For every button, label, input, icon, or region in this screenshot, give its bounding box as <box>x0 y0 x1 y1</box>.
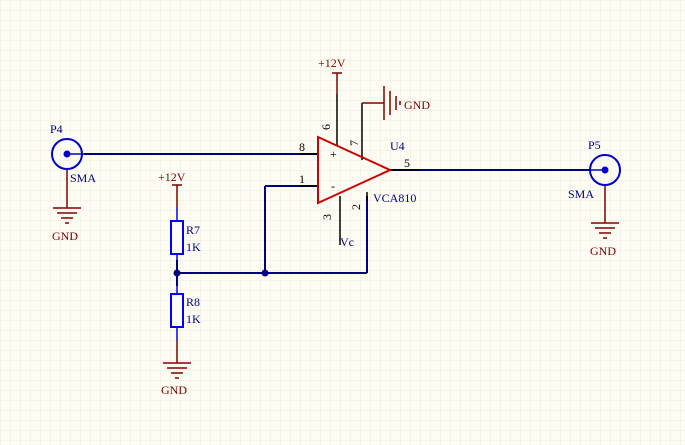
r7-value: 1K <box>186 240 201 254</box>
gnd-symbol-p4[interactable] <box>53 168 81 224</box>
p5-type-label: SMA <box>568 187 594 201</box>
pin-leads <box>300 94 420 245</box>
opamp-u4[interactable] <box>317 135 393 205</box>
connector-p4[interactable] <box>51 138 84 170</box>
pin-number-2: 2 <box>349 204 363 210</box>
r7-designator: R7 <box>186 223 200 237</box>
p4-type-label: SMA <box>70 171 96 185</box>
gnd-label-p5: GND <box>590 244 616 258</box>
pin-number-8: 8 <box>299 140 305 154</box>
wires <box>84 153 590 286</box>
opamp-minus-sign: - <box>331 179 335 193</box>
opamp-plus-sign: + <box>330 147 337 161</box>
vc-label: Vc <box>340 235 354 249</box>
p4-designator: P4 <box>50 122 63 136</box>
vcc-symbol-divider[interactable] <box>172 184 182 207</box>
pin-number-6: 6 <box>319 124 333 130</box>
p5-designator: P5 <box>588 138 601 152</box>
r8-designator: R8 <box>186 295 200 309</box>
resistor-r7[interactable] <box>170 207 184 260</box>
pin-number-1: 1 <box>299 172 305 186</box>
gnd-symbol-opamp[interactable] <box>370 86 401 120</box>
r8-value: 1K <box>186 312 201 326</box>
gnd-label-r8: GND <box>161 383 187 397</box>
gnd-symbol-p5[interactable] <box>591 184 619 239</box>
junction-dot <box>173 269 181 277</box>
u4-part-name: VCA810 <box>373 191 416 205</box>
vcc-label-opamp: +12V <box>318 56 346 70</box>
pin-number-3: 3 <box>320 214 334 220</box>
vcc-symbol-opamp[interactable] <box>332 72 342 94</box>
connector-p5[interactable] <box>589 154 621 186</box>
gnd-label-opamp: GND <box>404 98 430 112</box>
u4-designator: U4 <box>390 139 405 153</box>
junction-dot <box>261 269 269 277</box>
pin-number-5: 5 <box>404 156 410 170</box>
vcc-label-divider: +12V <box>158 170 186 184</box>
resistor-r8[interactable] <box>170 286 184 340</box>
gnd-symbol-r8[interactable] <box>163 340 191 379</box>
gnd-label-p4: GND <box>52 229 78 243</box>
pin-number-7: 7 <box>347 140 361 146</box>
